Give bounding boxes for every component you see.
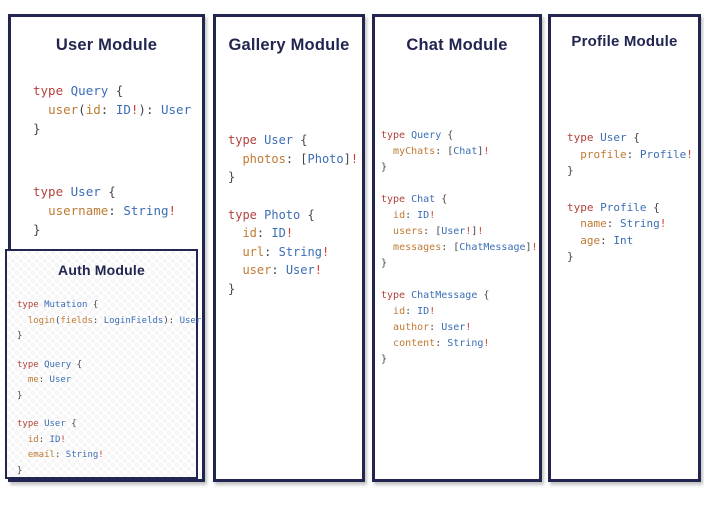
code-line: }	[228, 281, 236, 296]
code-line: }	[228, 170, 236, 184]
code-line: photos: [Photo]!	[242, 151, 359, 166]
module-card-chat: Chat Module type Query { myChats: [Chat]…	[372, 14, 542, 482]
code-line: }	[381, 354, 388, 365]
code-line: url: String!	[242, 244, 330, 259]
code-line: type Chat {	[381, 194, 448, 205]
code-line: type Query {	[33, 83, 124, 98]
code-line: type Query {	[17, 359, 83, 370]
code-block: type Query { user(id: ID!): User}	[33, 81, 191, 138]
code-block: type User { photos: [Photo]!}	[228, 131, 358, 187]
code-line: type Profile {	[567, 200, 660, 214]
code-line: content: String!	[393, 338, 490, 349]
module-card-auth: Auth Module type Mutation { login(fields…	[5, 249, 201, 479]
code-area-auth: type Mutation { login(fields: LoginField…	[17, 298, 201, 479]
code-line: type User {	[33, 184, 116, 199]
code-block: type Profile { name: String! age: Int}	[567, 200, 693, 266]
code-line: name: String!	[580, 217, 667, 230]
code-block: type Photo { id: ID! url: String! user: …	[228, 206, 358, 299]
code-line: }	[17, 465, 23, 476]
module-title-gallery: Gallery Module	[228, 36, 350, 54]
code-block: type User { profile: Profile!}	[567, 130, 693, 180]
code-line: author: User!	[393, 322, 472, 333]
code-line: user: User!	[242, 263, 322, 277]
code-line: type ChatMessage {	[381, 290, 490, 301]
code-line: messages: [ChatMessage]!	[393, 242, 538, 253]
code-block: type Query { myChats: [Chat]!}	[381, 128, 538, 176]
module-title-auth: Auth Module	[58, 262, 145, 278]
code-line: }	[381, 258, 388, 269]
code-line: id: ID!	[242, 226, 294, 240]
code-area-user: type Query { user(id: ID!): User}type Us…	[33, 81, 191, 239]
code-line: email: String!	[27, 450, 104, 460]
code-line: age: Int	[580, 233, 634, 247]
code-line: myChats: [Chat]!	[393, 146, 490, 157]
code-line: login(fields: LoginFields): User	[27, 315, 202, 326]
code-line: type User {	[17, 419, 77, 429]
code-line: type Mutation {	[17, 300, 99, 310]
code-line: }	[33, 121, 41, 136]
module-title-profile: Profile Module	[571, 33, 678, 50]
code-line: id: ID!	[393, 306, 436, 317]
code-block: type Query { me: User}	[17, 358, 201, 405]
module-card-gallery: Gallery Module type User { photos: [Phot…	[213, 14, 365, 482]
code-line: type User {	[567, 131, 640, 144]
code-line: user(id: ID!): User	[48, 102, 192, 117]
code-line: }	[33, 222, 41, 237]
code-line: id: ID!	[393, 210, 436, 221]
code-line: }	[17, 331, 23, 341]
code-area-gallery: type User { photos: [Photo]!}type Photo …	[228, 131, 358, 298]
code-line: type Photo {	[228, 207, 315, 222]
code-area-profile: type User { profile: Profile!}type Profi…	[567, 130, 693, 266]
code-area-chat: type Query { myChats: [Chat]!}type Chat …	[381, 128, 538, 368]
code-line: profile: Profile!	[580, 147, 693, 161]
code-line: users: [User!]!	[393, 226, 484, 237]
code-line: }	[381, 162, 388, 173]
code-block: type User { id: ID! email: String!}	[17, 417, 201, 479]
code-line: }	[17, 390, 23, 401]
code-block: type Chat { id: ID! users: [User!]! mess…	[381, 192, 538, 272]
code-line: me: User	[27, 375, 72, 385]
module-title-user: User Module	[55, 36, 158, 54]
code-line: type Query {	[381, 130, 454, 141]
code-line: username: String!	[48, 203, 177, 218]
code-line: }	[567, 164, 574, 177]
code-block: type Mutation { login(fields: LoginField…	[17, 298, 201, 345]
module-card-profile: Profile Module type User { profile: Prof…	[548, 14, 701, 482]
module-title-chat: Chat Module	[406, 36, 508, 54]
code-line: type User {	[228, 133, 308, 147]
code-block: type ChatMessage { id: ID! author: User!…	[381, 288, 538, 368]
code-line: id: ID!	[27, 434, 66, 445]
code-line: }	[567, 250, 574, 263]
code-block: type User { username: String!}	[33, 182, 191, 239]
